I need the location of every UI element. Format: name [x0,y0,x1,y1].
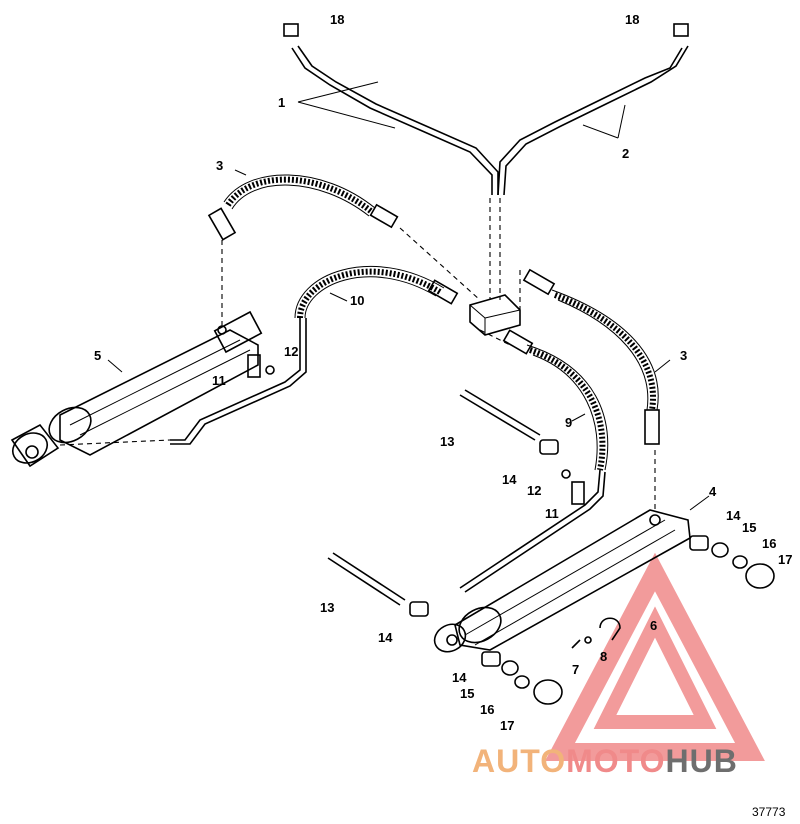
callout-8: 8 [600,649,607,664]
callout-9: 9 [565,415,572,430]
hose-3-left [207,174,399,241]
callout-5: 5 [94,348,101,363]
callout-7: 7 [572,662,579,677]
nut-16-a [732,555,748,569]
callout-17-a: 17 [778,552,792,567]
clip-6 [599,617,621,641]
callout-1: 1 [278,95,285,110]
pin-13-upper [459,389,541,441]
watermark-auto: AUTO [472,743,566,779]
washer-8 [584,636,592,644]
callout-18-left: 18 [330,12,344,27]
connection-lines [59,198,656,510]
callout-6: 6 [650,618,657,633]
callout-17-b: 17 [500,718,514,733]
callout-2: 2 [622,146,629,161]
bushing-14-c [689,535,709,551]
washer-15-b [501,660,519,676]
bushing-14-b [409,601,429,617]
clip-11-right [571,481,585,505]
watermark-moto: MOTO [566,743,665,779]
bushing-14-a [539,439,559,455]
watermark-hub: HUB [665,743,737,779]
pin-13-lower [327,552,406,606]
callout-14-d: 14 [452,670,467,685]
fitting-18-right [673,23,689,37]
figure-number: 37773 [752,805,786,819]
leader-lines [107,81,710,511]
watermark-logo-triangle [545,552,765,761]
callout-14-a: 14 [502,472,517,487]
callout-16-a: 16 [762,536,776,551]
callout-3-left: 3 [216,158,223,173]
callout-16-b: 16 [480,702,494,717]
callout-15-a: 15 [742,520,756,535]
screw-12-left [265,365,275,375]
callout-11-left: 11 [212,373,226,388]
callout-3-right: 3 [680,348,687,363]
hose-3-right [522,268,660,445]
callout-13-lower: 13 [320,600,334,615]
cap-17-b [533,679,563,705]
tube-assembly-1 [283,23,499,195]
callout-11-right: 11 [545,506,559,521]
callout-14-c: 14 [726,508,741,523]
callout-15-b: 15 [460,686,474,701]
callout-12-right: 12 [527,483,541,498]
callout-18-right: 18 [625,12,639,27]
clip-11-left [247,354,261,378]
tube-assembly-2 [497,23,689,196]
cylinder-5 [10,310,263,468]
washer-15-a [711,542,729,558]
callout-14-b: 14 [378,630,393,645]
bushing-14-d [481,651,501,667]
fitting-18-left [283,23,299,37]
callout-13-upper: 13 [440,434,454,449]
hose-10 [170,265,459,445]
callout-12-left: 12 [284,344,298,359]
valve-block [469,294,521,336]
cap-17-a [745,563,775,589]
nut-16-b [514,675,530,689]
watermark-text: AUTOMOTOHUB [472,743,738,779]
callout-4: 4 [709,484,717,499]
callout-10: 10 [350,293,364,308]
screw-7 [571,639,581,649]
hose-9 [459,329,609,593]
screw-12-right [561,469,571,479]
